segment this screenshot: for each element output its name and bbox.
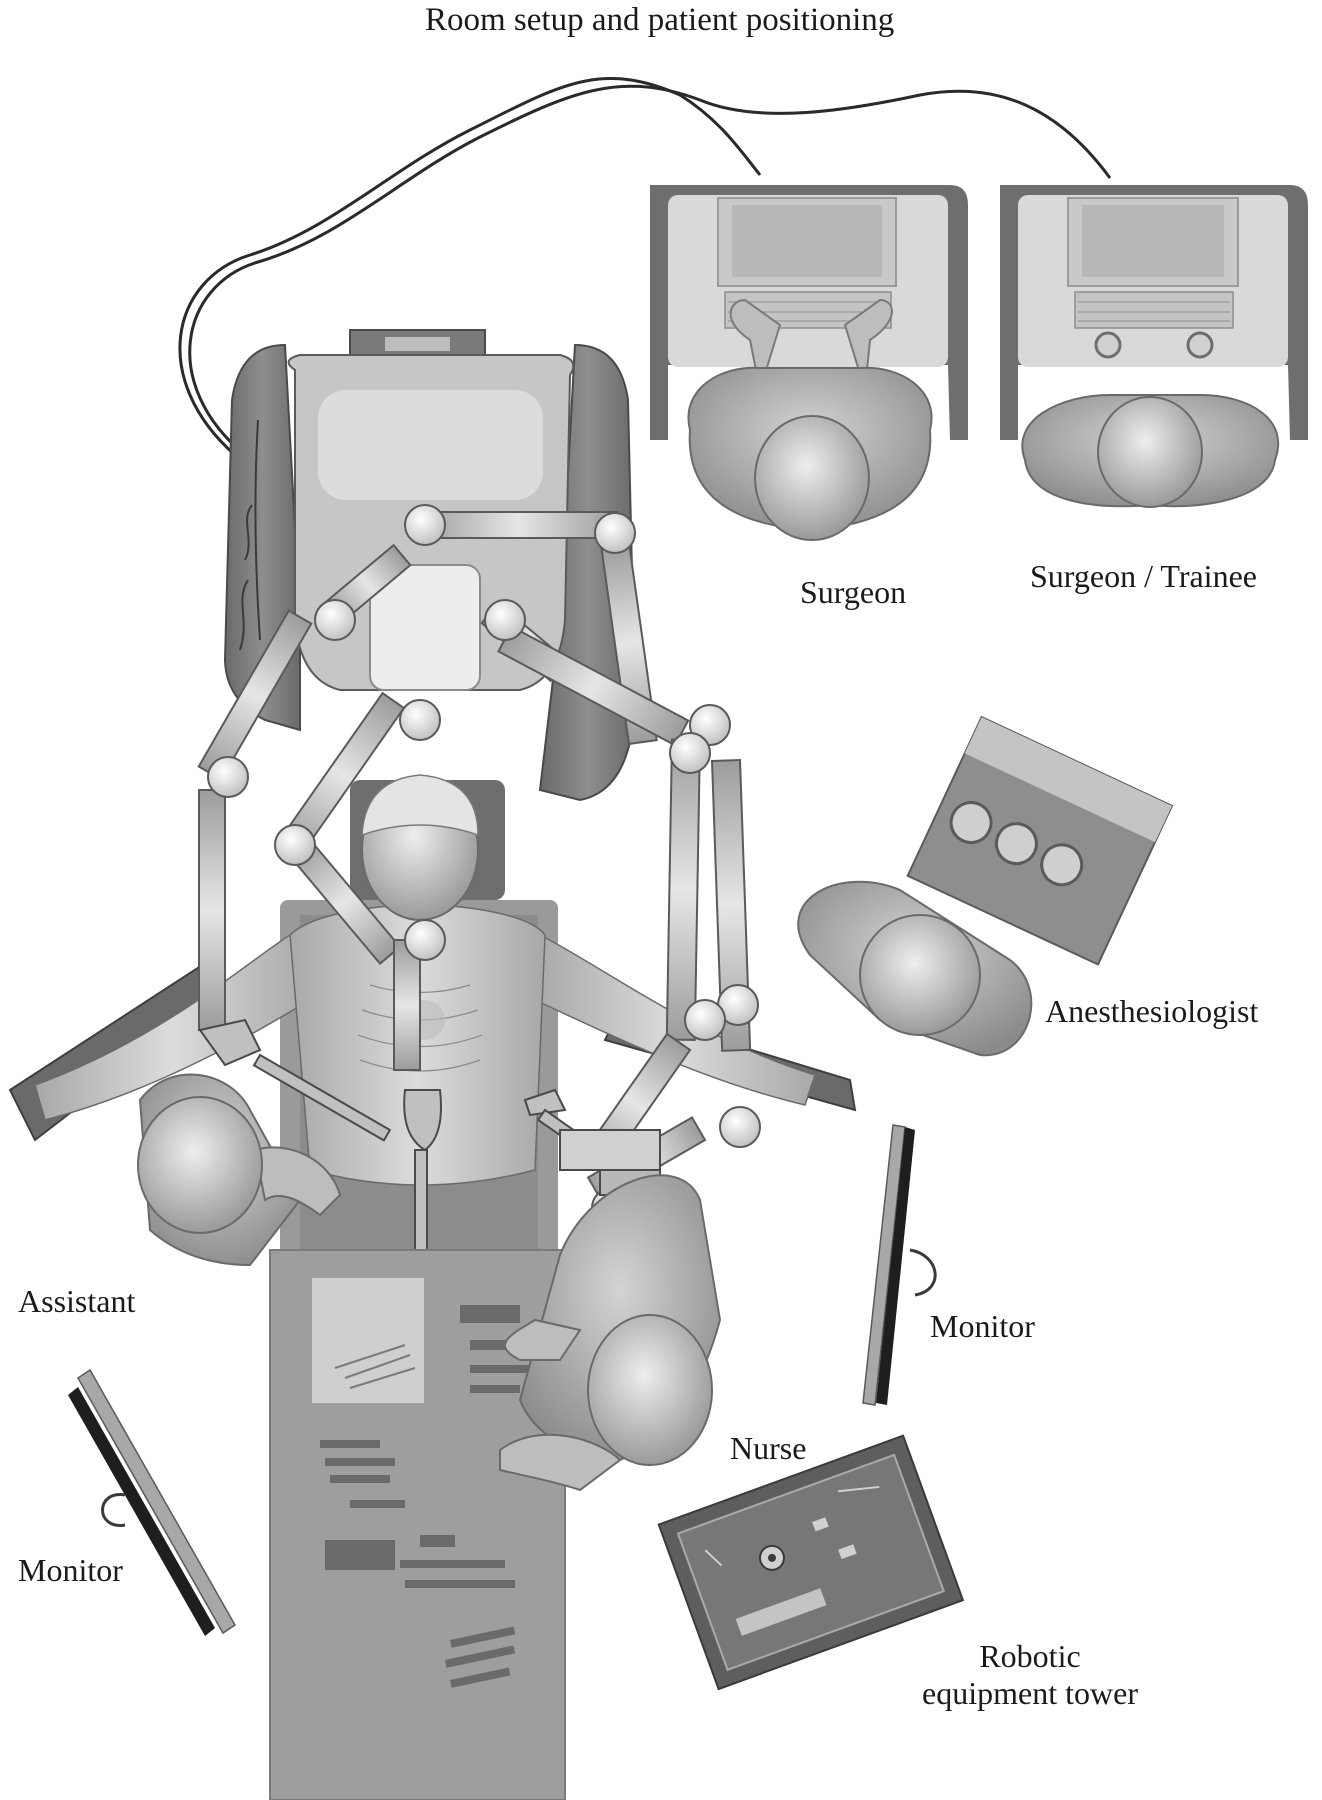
label-nurse: Nurse (730, 1430, 807, 1466)
label-robotic-tower-line2: equipment tower (922, 1674, 1138, 1711)
label-robotic-tower: Robotic equipment tower (900, 1638, 1160, 1712)
label-robotic-tower-line1: Robotic (979, 1638, 1081, 1674)
anesthesiologist-figure (797, 880, 1033, 1057)
robot-joints (207, 504, 761, 1229)
trainee-console (1000, 185, 1308, 440)
label-surgeon: Surgeon (800, 574, 907, 610)
label-surgeon-trainee: Surgeon / Trainee (1030, 558, 1257, 594)
nurse-figure (499, 1174, 722, 1492)
diagram-title: Room setup and patient positioning (425, 2, 895, 38)
surgeon-figure (687, 298, 933, 541)
monitor-right-device (862, 1124, 937, 1406)
monitor-left-device (68, 1368, 236, 1636)
surgical-instruments (198, 1018, 661, 1271)
label-anesthesiologist: Anesthesiologist (1045, 993, 1259, 1029)
anesthesia-machine (906, 715, 1174, 966)
label-monitor-left: Monitor (18, 1552, 123, 1588)
assistant-figure (137, 1073, 342, 1267)
label-assistant: Assistant (18, 1283, 136, 1319)
console-cables (178, 77, 1112, 457)
label-monitor-right: Monitor (930, 1308, 1035, 1344)
robotic-tower-device (657, 1434, 965, 1691)
trainee-figure (1021, 394, 1280, 508)
